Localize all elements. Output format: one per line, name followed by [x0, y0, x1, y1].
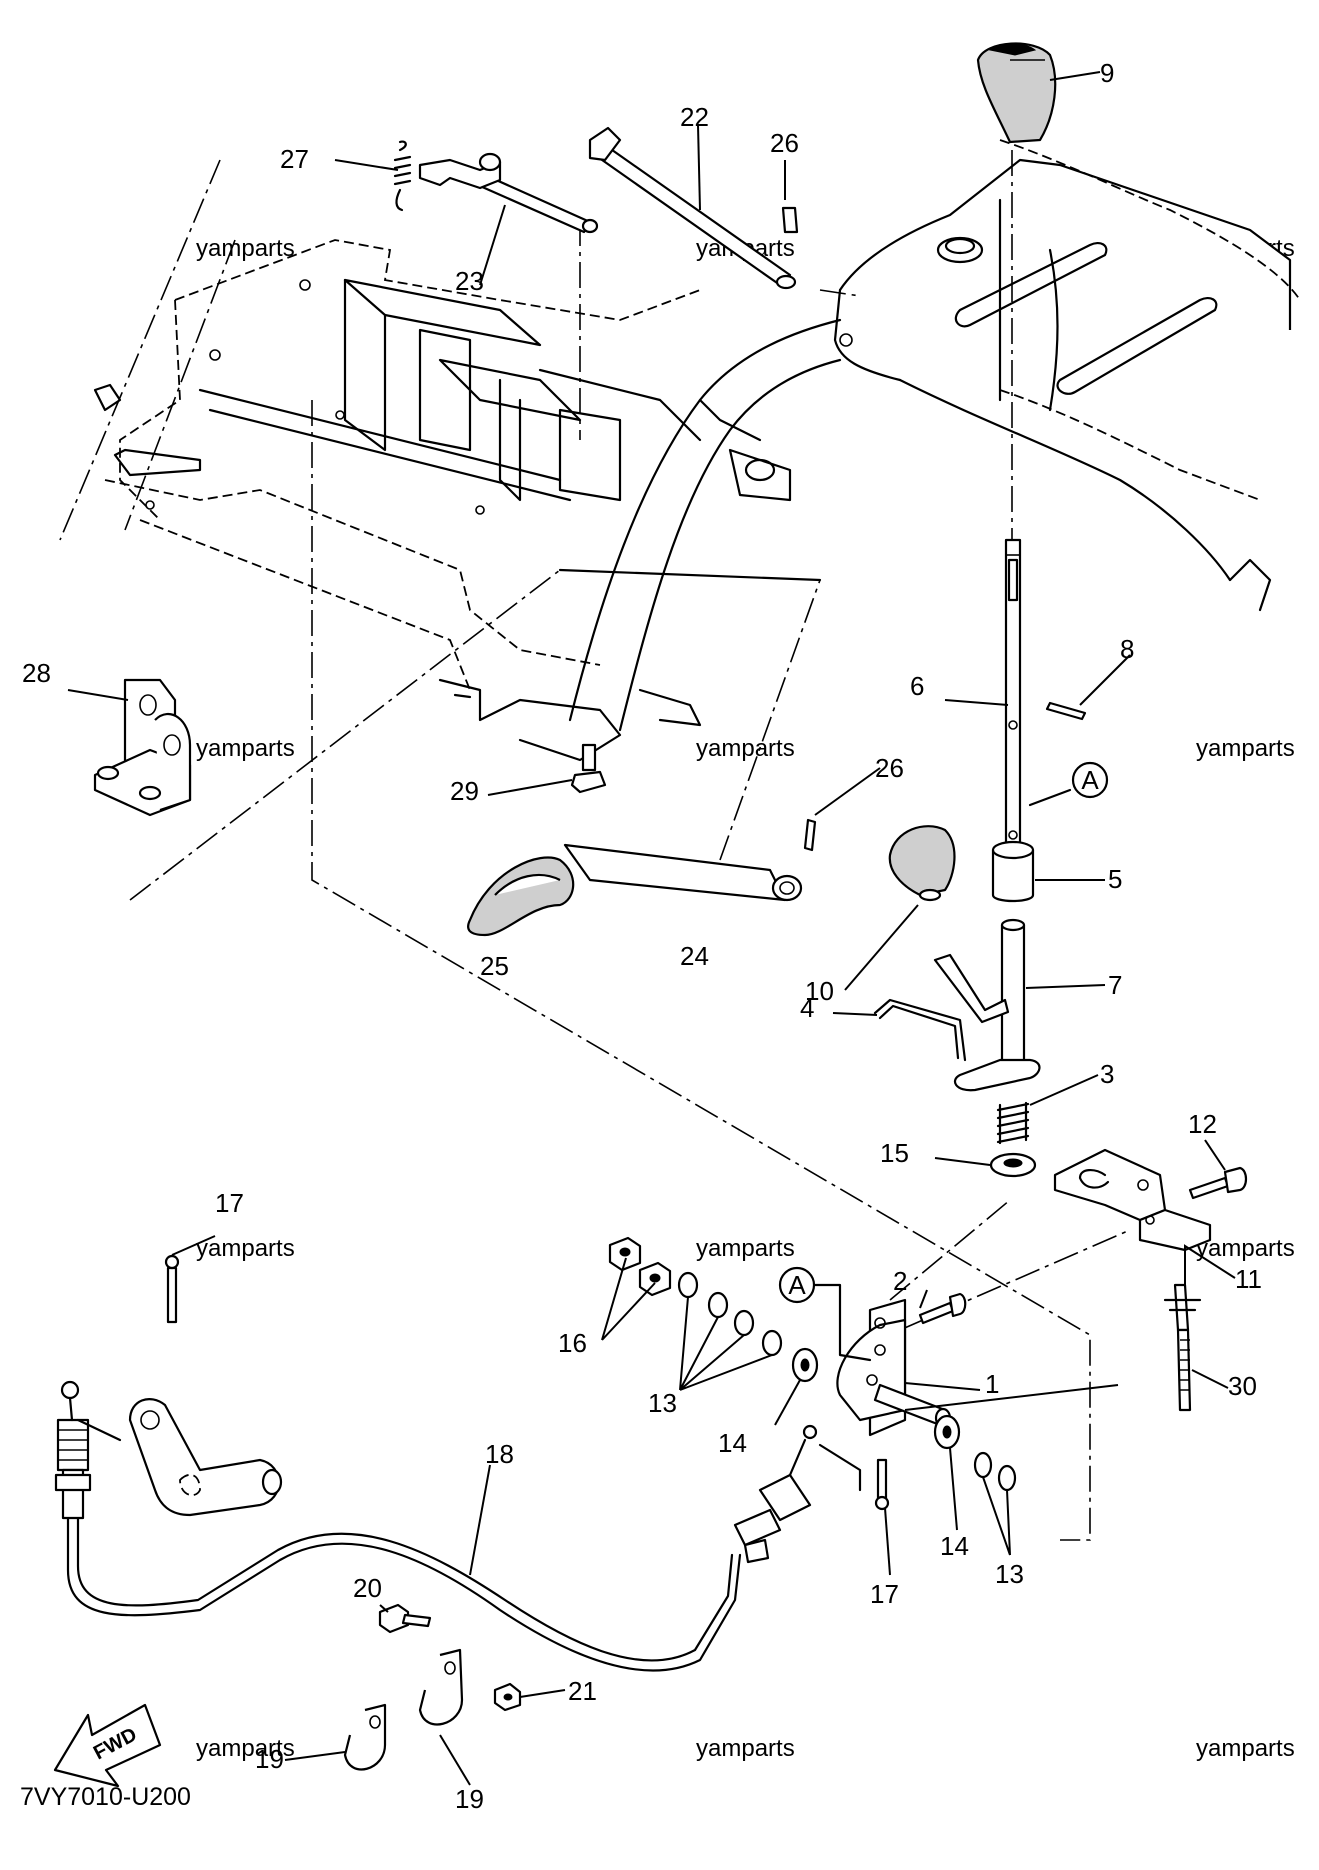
callout-29: 29: [450, 776, 479, 806]
callout-20: 20: [353, 1573, 382, 1603]
callout-14-left: 14: [718, 1428, 747, 1458]
bracket-plate: [836, 1292, 967, 1437]
callout-22: 22: [680, 102, 709, 132]
leader-lines: [67, 71, 1236, 1786]
diagram-code: 7VY7010-U200: [20, 1783, 191, 1811]
clamp-parts: [343, 1603, 522, 1771]
callout-17-right: 17: [870, 1579, 899, 1609]
callout-19-left: 19: [255, 1744, 284, 1774]
callout-17-left: 17: [215, 1188, 244, 1218]
roll-pins: [781, 206, 817, 852]
small-spring: [393, 140, 412, 212]
forward-arrow: FWD: [53, 1703, 162, 1788]
lever-shaft: [888, 825, 1041, 1092]
pivot-rod: [418, 152, 599, 234]
watermark-4: yamparts: [196, 735, 295, 762]
ref-marker-a-upper: A: [1071, 761, 1109, 799]
callout-6: 6: [910, 671, 924, 701]
callout-15: 15: [880, 1138, 909, 1168]
callout-16: 16: [558, 1328, 587, 1358]
watermark-12: yamparts: [1196, 1735, 1295, 1762]
ref-marker-a-upper-label: A: [1081, 765, 1099, 795]
callout-9: 9: [1100, 58, 1114, 88]
ref-a-leader: [1028, 788, 1072, 807]
callout-numbers: 9 22 26 27 23 8 28 6 26 29 5 25 24 10 7 …: [22, 58, 1262, 1814]
watermark-6: yamparts: [1196, 735, 1295, 762]
seat-body: [833, 139, 1301, 612]
pedal-arm: [76, 1398, 283, 1517]
callout-18: 18: [485, 1439, 514, 1469]
washers-nuts-left: [608, 1236, 819, 1383]
callout-26-top: 26: [770, 128, 799, 158]
callout-30: 30: [1228, 1371, 1257, 1401]
bolt-29: [570, 743, 607, 794]
shift-cable: [54, 1380, 862, 1672]
ref-marker-a-lower-label: A: [788, 1270, 806, 1300]
callout-12: 12: [1188, 1109, 1217, 1139]
watermarks: yamparts yamparts yamparts yamparts yamp…: [196, 235, 1295, 1762]
wire-rod: [873, 998, 967, 1062]
callout-21: 21: [568, 1676, 597, 1706]
watermark-11: yamparts: [696, 1735, 795, 1762]
watermark-9: yamparts: [1196, 1235, 1295, 1262]
watermark-7: yamparts: [196, 1235, 295, 1262]
spring: [996, 1101, 1030, 1145]
callout-23: 23: [455, 266, 484, 296]
washers-right: [933, 1414, 1017, 1492]
watermark-1: yamparts: [196, 235, 295, 262]
callout-13-right: 13: [995, 1559, 1024, 1589]
cable-tie: [1163, 1283, 1202, 1412]
callout-28: 28: [22, 658, 51, 688]
watermark-8: yamparts: [696, 1235, 795, 1262]
bushing: [991, 840, 1035, 903]
pedal-lever: [467, 843, 803, 937]
callout-4: 4: [800, 993, 814, 1023]
callout-13-left: 13: [648, 1388, 677, 1418]
callout-19-right: 19: [455, 1784, 484, 1814]
callout-27: 27: [280, 144, 309, 174]
watermark-10: yamparts: [196, 1735, 295, 1762]
callout-7: 7: [1108, 970, 1122, 1000]
callout-8: 8: [1120, 634, 1134, 664]
callout-11: 11: [1235, 1264, 1262, 1294]
callout-14-right: 14: [940, 1531, 969, 1561]
callout-26-mid: 26: [875, 753, 904, 783]
watermark-5: yamparts: [696, 735, 795, 762]
callout-5: 5: [1108, 864, 1122, 894]
bracket-28: [93, 678, 192, 817]
shaft-22: [588, 126, 797, 290]
callout-1: 1: [985, 1369, 999, 1399]
callout-3: 3: [1100, 1059, 1114, 1089]
callout-25: 25: [480, 951, 509, 981]
cotter-pins: [164, 1254, 890, 1511]
assembly-lines: [129, 150, 1131, 1541]
shift-knob: [976, 42, 1057, 144]
callout-24: 24: [680, 941, 709, 971]
washer-15: [989, 1152, 1037, 1178]
ref-marker-a-lower: A: [778, 1266, 872, 1362]
bracket-11: [1053, 1148, 1248, 1252]
callout-2: 2: [893, 1266, 907, 1296]
callout-10: 10: [805, 976, 834, 1006]
